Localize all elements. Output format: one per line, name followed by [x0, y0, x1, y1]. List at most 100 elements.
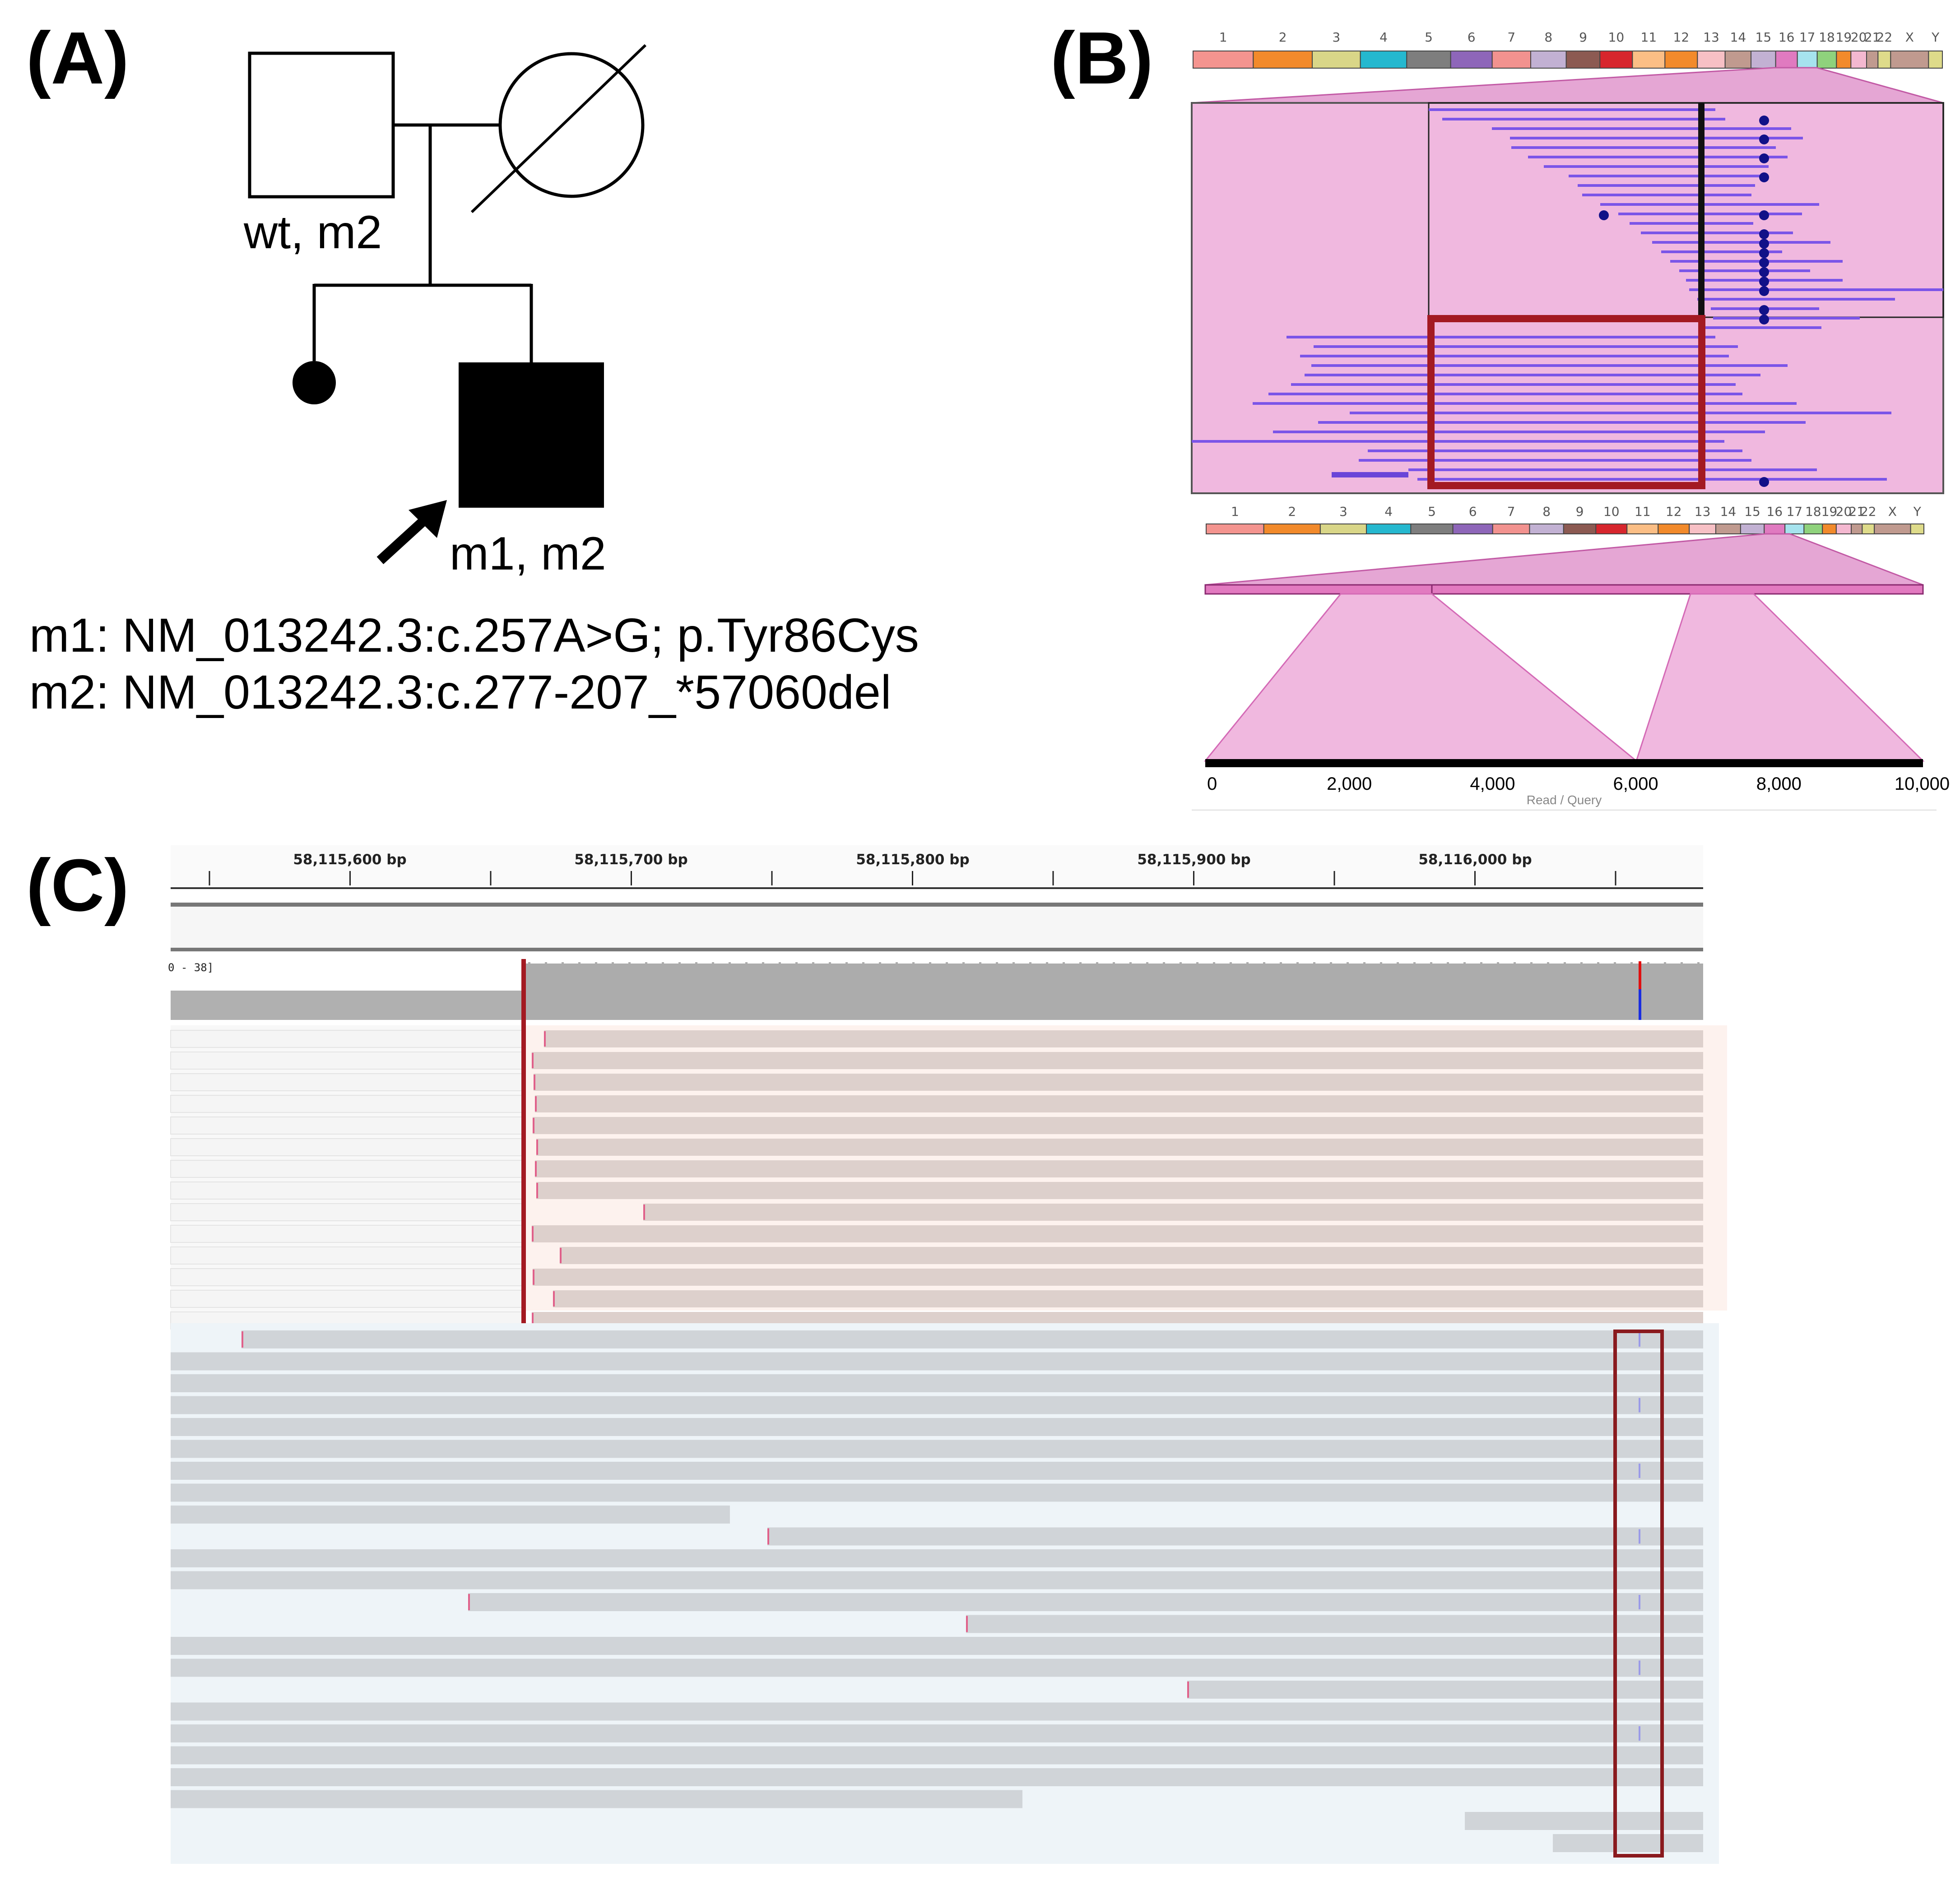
query-tick-label: 2,000	[1327, 774, 1372, 794]
proband-square	[459, 362, 604, 508]
coverage-range: 0 - 38]	[168, 961, 214, 974]
chromosome-label: 8	[1544, 30, 1552, 45]
variant-dot	[1759, 248, 1769, 258]
chromosome-7	[1492, 524, 1530, 534]
chromosome-label: 4	[1379, 30, 1388, 45]
aligned-read	[171, 1790, 1022, 1808]
query-tick-label: 6,000	[1613, 774, 1658, 794]
chromosome-label: 13	[1703, 30, 1719, 45]
aligned-read	[171, 1462, 1703, 1480]
chromosome-19	[1836, 51, 1852, 69]
highlight-box-b	[1427, 315, 1705, 489]
chromosome-label: 21	[1849, 504, 1865, 519]
chromosome-3	[1319, 524, 1367, 534]
chromosome-21	[1851, 524, 1863, 534]
chromosome-9	[1565, 51, 1601, 69]
chromosome-5	[1406, 51, 1451, 69]
bp-label: 58,115,900 bp	[1137, 852, 1250, 868]
variant-dot	[1759, 210, 1769, 220]
highlight-box-c	[1613, 1330, 1664, 1858]
chromosome-label: 14	[1720, 504, 1737, 519]
split-read	[533, 1117, 1703, 1134]
breakpoint-bar	[1698, 103, 1705, 317]
chromosome-label: 7	[1507, 30, 1515, 45]
chromosome-label: 18	[1819, 30, 1835, 45]
chromosome-13	[1689, 524, 1716, 534]
aligned-read	[171, 1396, 1703, 1414]
variant-dot	[1759, 153, 1769, 163]
chromosome-8	[1529, 524, 1564, 534]
chromosome-label: 1	[1231, 504, 1239, 519]
chromosome-label: X	[1888, 504, 1897, 519]
normal-reads	[171, 1330, 1703, 1852]
chromosome-label: 21	[1864, 30, 1881, 45]
chromosome-8	[1530, 51, 1567, 69]
variant-dot	[1759, 267, 1769, 277]
split-read	[535, 1095, 1703, 1112]
chromosome-label: 2	[1288, 504, 1296, 519]
aligned-read	[171, 1724, 1703, 1742]
split-read	[536, 1182, 1703, 1199]
split-read	[533, 1269, 1703, 1286]
father-square	[248, 51, 395, 199]
split-read	[536, 1139, 1703, 1156]
chromosome-10	[1595, 524, 1628, 534]
variant-dot	[1759, 229, 1769, 239]
variant-dot	[1599, 210, 1609, 220]
alignment-segment-2	[1635, 593, 1925, 762]
chromosome-20	[1835, 524, 1852, 534]
variant-dot	[1759, 315, 1769, 324]
chromosome-10	[1599, 51, 1633, 69]
chromosome-5	[1410, 524, 1454, 534]
aligned-read	[171, 1418, 1703, 1436]
chromosome-label: 3	[1339, 504, 1347, 519]
mutation-m1: m1: NM_013242.3:c.257A>G; p.Tyr86Cys	[29, 609, 919, 662]
aligned-read	[1465, 1812, 1703, 1830]
split-read	[532, 1225, 1703, 1242]
aligned-read	[767, 1527, 1703, 1546]
bp-label: 58,115,800 bp	[856, 852, 969, 868]
bp-label: 58,115,700 bp	[574, 852, 687, 868]
coverage-low	[171, 991, 524, 1020]
chromosome-1	[1206, 524, 1264, 534]
aligned-read	[468, 1593, 1703, 1611]
chromosome-label: 5	[1425, 30, 1433, 45]
variant-dot	[1759, 172, 1769, 182]
bp-label: 58,116,000 bp	[1418, 852, 1532, 868]
panel-b-label: (B)	[1050, 17, 1153, 99]
aligned-read	[171, 1506, 730, 1524]
chromosome-label: 12	[1673, 30, 1690, 45]
query-tick-label: 10,000	[1895, 774, 1950, 794]
aligned-read	[171, 1483, 1703, 1502]
chromosome-19	[1822, 524, 1837, 534]
split-read	[532, 1052, 1703, 1069]
variant-dot	[1759, 305, 1769, 315]
chromosome-9	[1563, 524, 1597, 534]
variant-dot	[1759, 239, 1769, 249]
chromosome-label: 10	[1603, 504, 1620, 519]
variant-dot	[1759, 277, 1769, 287]
chromosome-label: 4	[1384, 504, 1393, 519]
daughter-circle	[293, 361, 336, 404]
chromosome-17	[1797, 51, 1818, 69]
chromosome-label: Y	[1931, 30, 1940, 45]
variant-dot	[1759, 258, 1769, 268]
aligned-read	[171, 1659, 1703, 1677]
chromosome-16	[1764, 524, 1786, 534]
panel-c-label: (C)	[26, 844, 129, 927]
chromosome-17	[1784, 524, 1805, 534]
ruler-area	[171, 845, 1703, 888]
chromosome-label: 15	[1756, 30, 1772, 45]
aligned-read	[171, 1637, 1703, 1655]
chromosome-11	[1626, 524, 1659, 534]
coverage-high	[526, 964, 1703, 1020]
split-read	[560, 1247, 1703, 1264]
chromosome-22	[1877, 51, 1891, 69]
alignment-segment-1	[1203, 593, 1639, 762]
panel-a: (A) wt, m2 m1, m2 m1: NM_013242.3:c.257A…	[26, 17, 919, 719]
query-tick-label: 8,000	[1756, 774, 1802, 794]
